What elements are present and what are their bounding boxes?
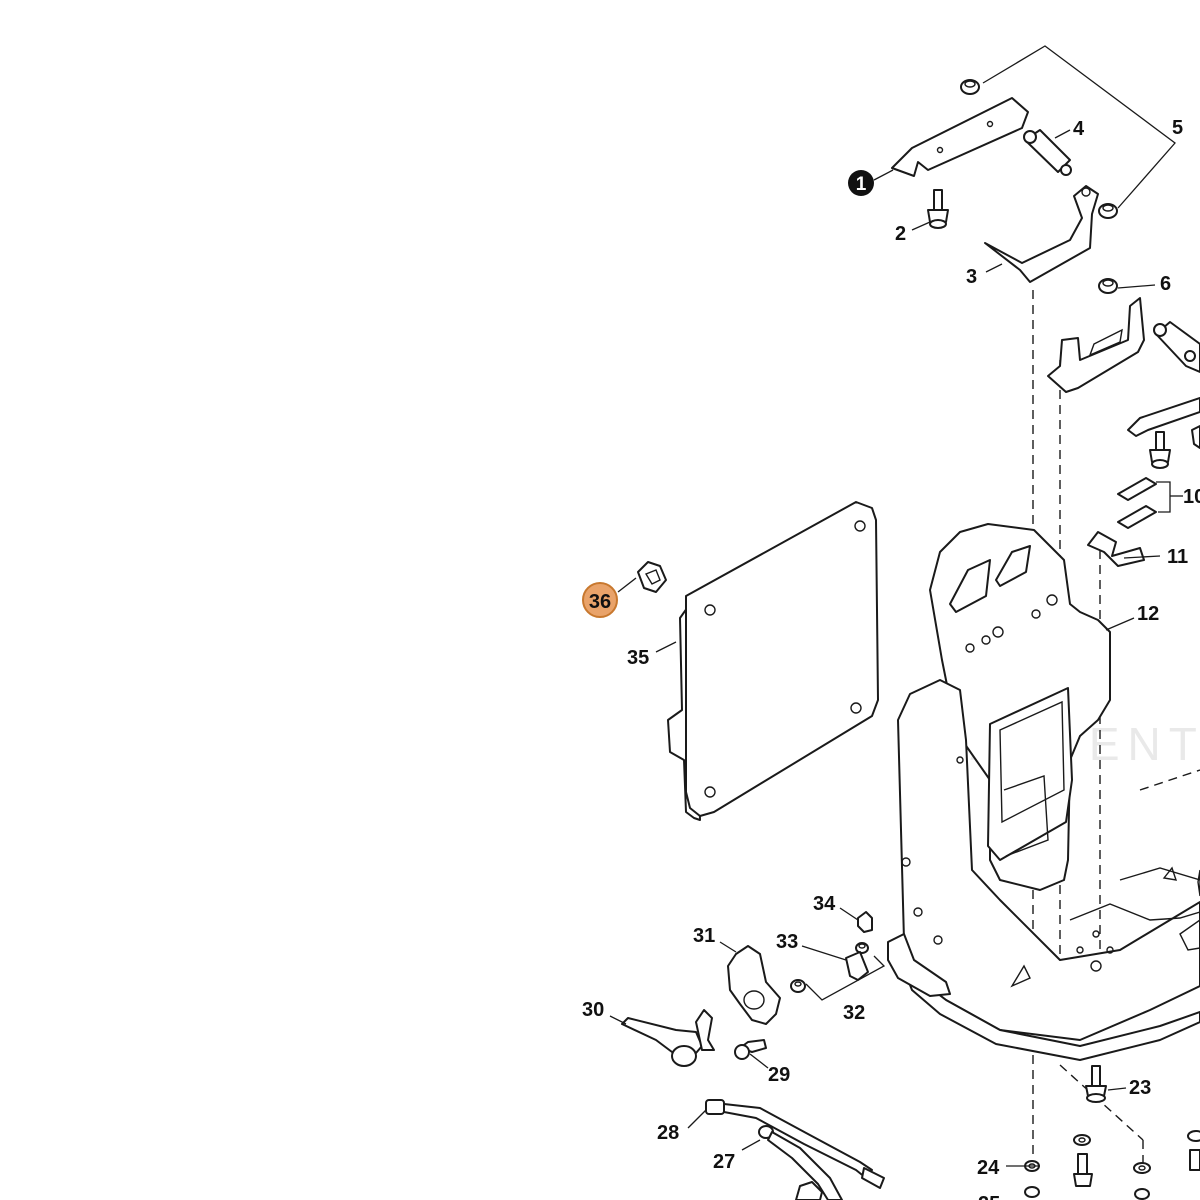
bracket-part-3[interactable] [984, 185, 1099, 283]
screw-part-29[interactable] [734, 1039, 767, 1060]
callout-27[interactable]: 27 [713, 1151, 735, 1173]
top-bracket-assembly [891, 45, 1176, 283]
clip-part-33[interactable] [845, 951, 869, 981]
svg-text:1: 1 [856, 174, 867, 195]
nut-part-6[interactable] [1098, 278, 1118, 294]
washer-right-2[interactable] [1133, 1162, 1151, 1174]
bracket-part-6[interactable] [1047, 297, 1145, 393]
leader-lines [609, 129, 1161, 1167]
cable-part-27[interactable] [758, 1125, 843, 1200]
clip-part-10[interactable] [1117, 477, 1157, 529]
callout-34[interactable]: 34 [813, 893, 836, 915]
callout-4[interactable]: 4 [1073, 118, 1085, 140]
connector-part-4[interactable] [1023, 129, 1072, 176]
screw-right[interactable] [1149, 431, 1171, 469]
washer-right-3[interactable] [1187, 1130, 1200, 1142]
callout-5[interactable]: 5 [1172, 117, 1183, 139]
lever-part-30[interactable] [621, 1009, 715, 1067]
callout-24[interactable]: 24 [977, 1157, 1000, 1179]
switch-bracket-part-31[interactable] [727, 945, 781, 1025]
callout-6[interactable]: 6 [1160, 273, 1171, 295]
cover-plate-part-35[interactable] [667, 501, 879, 821]
callout-3[interactable]: 3 [966, 266, 977, 288]
svg-text:36: 36 [589, 591, 611, 613]
lower-left-assembly [621, 911, 886, 1200]
right-upper-assembly [1047, 278, 1200, 567]
screw-part-23[interactable] [1085, 1065, 1107, 1103]
callout-12[interactable]: 12 [1137, 603, 1159, 625]
clip-part-11[interactable] [1087, 531, 1145, 567]
callout-1[interactable]: 1 [848, 170, 874, 196]
callout-31[interactable]: 31 [693, 925, 715, 947]
connector-right[interactable] [1153, 321, 1200, 373]
nut-small[interactable] [855, 942, 869, 954]
ground-strap[interactable] [1127, 397, 1200, 437]
callout-29[interactable]: 29 [768, 1064, 790, 1086]
bracket-part-1[interactable] [891, 97, 1029, 177]
callout-11[interactable]: 11 [1167, 546, 1188, 568]
callout-23[interactable]: 23 [1129, 1077, 1151, 1099]
callout-2[interactable]: 2 [895, 223, 906, 245]
callout-25[interactable]: 25 [978, 1193, 1000, 1200]
washer-right-1[interactable] [1073, 1134, 1091, 1146]
nut-top[interactable] [960, 79, 980, 95]
callout-36-highlighted[interactable]: 36 [582, 582, 618, 618]
callout-32[interactable]: 32 [843, 1002, 865, 1024]
callout-33[interactable]: 33 [776, 931, 798, 953]
callout-10[interactable]: 10 [1183, 486, 1200, 508]
callout-28[interactable]: 28 [657, 1122, 679, 1144]
callout-30[interactable]: 30 [582, 999, 604, 1021]
grommet-part-36[interactable] [637, 561, 667, 593]
cable-part-28[interactable] [705, 1099, 885, 1189]
screw-lower-1[interactable] [1073, 1153, 1093, 1187]
bottom-fasteners [1024, 1065, 1200, 1200]
frame-part-12[interactable] [887, 523, 1200, 1061]
screw-part-2[interactable] [927, 189, 949, 229]
nut-part-32[interactable] [790, 979, 806, 993]
callout-35[interactable]: 35 [627, 647, 649, 669]
nut-part-5[interactable] [1098, 203, 1118, 219]
clip-part-34[interactable] [857, 911, 873, 933]
callout-labels: 1 2 3 4 5 6 10 11 12 23 24 25 27 28 29 3… [582, 117, 1200, 1200]
